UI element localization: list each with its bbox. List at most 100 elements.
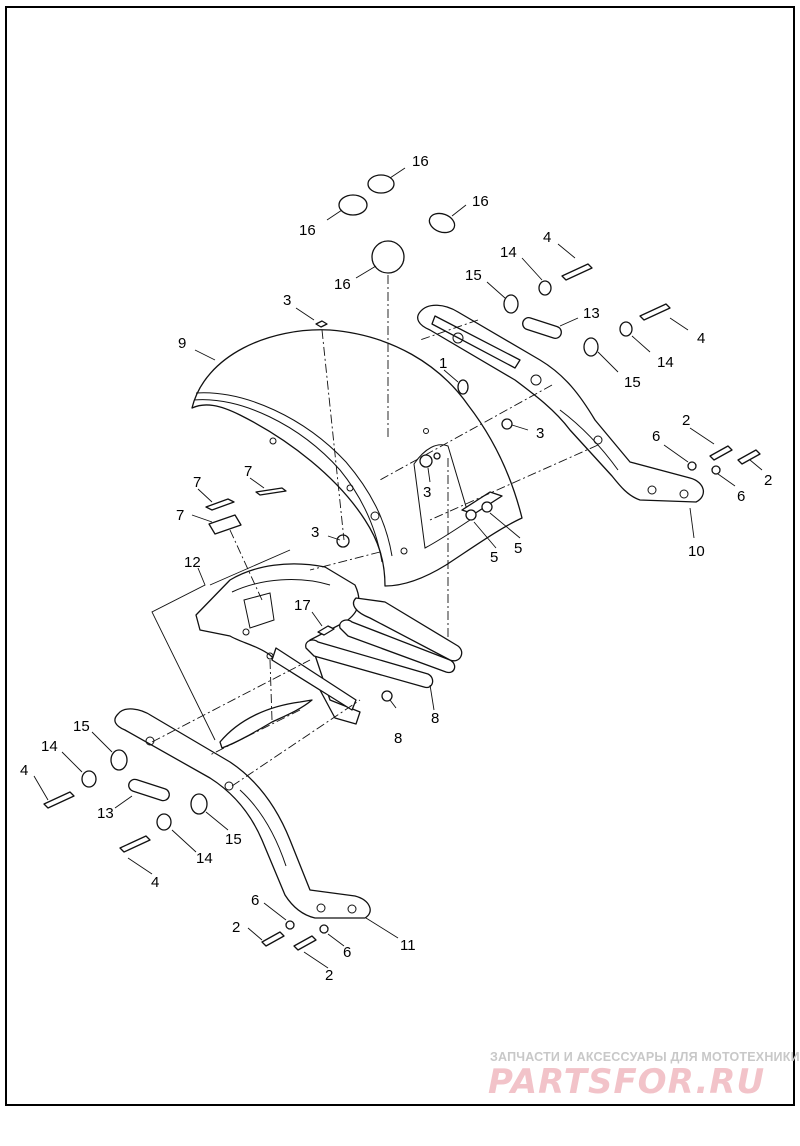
lens-dome (371, 240, 405, 274)
callout-16: 16 (472, 193, 489, 210)
rail-hole (679, 489, 689, 499)
support-rail (271, 647, 357, 711)
callout-15: 15 (465, 267, 482, 284)
callout-5: 5 (490, 549, 498, 566)
fender (191, 329, 523, 587)
washer-6 (319, 924, 329, 934)
bushing-14 (619, 321, 633, 337)
callout-12: 12 (184, 554, 201, 571)
fender-hole (346, 484, 354, 492)
callout-13: 13 (583, 305, 600, 322)
callout-6: 6 (652, 428, 660, 445)
decal-pad-2 (255, 487, 287, 496)
screw-2 (709, 445, 733, 461)
callout-7: 7 (176, 507, 184, 524)
right-rail-slot (431, 315, 521, 369)
screw-4 (119, 835, 151, 853)
callout-labels: 16 16 16 16 3 9 1 3 3 3 4 14 15 13 4 14 … (20, 153, 772, 984)
right-rail (417, 304, 704, 503)
watermark-logo: PARTSFOR.RU (488, 1062, 766, 1102)
screw-2 (293, 935, 317, 951)
bushing-14 (156, 813, 172, 831)
left-rail (114, 708, 371, 919)
rail-hole (347, 904, 357, 914)
bushing-14 (81, 770, 97, 788)
assembly-lines (151, 275, 599, 787)
nut (336, 534, 350, 548)
leader-lines (33, 167, 763, 969)
decal-pads (205, 487, 287, 535)
clip-nut (315, 320, 328, 328)
callout-6: 6 (251, 892, 259, 909)
gasket-13 (128, 778, 170, 802)
callout-8: 8 (394, 730, 402, 747)
fender-rim-line (193, 399, 383, 563)
fender-support (195, 563, 361, 749)
callout-6: 6 (737, 488, 745, 505)
callout-4: 4 (20, 762, 28, 779)
fender-hole (423, 428, 429, 434)
callout-2: 2 (682, 412, 690, 429)
callout-8: 8 (431, 710, 439, 727)
callout-6: 6 (343, 944, 351, 961)
callout-16: 16 (412, 153, 429, 170)
rail-hole (530, 374, 542, 386)
fender-rim-line-2 (195, 392, 393, 557)
fender-body (191, 329, 523, 587)
rail-hole (452, 332, 464, 344)
callout-7: 7 (193, 474, 201, 491)
callout-1: 1 (439, 355, 447, 372)
callout-15: 15 (624, 374, 641, 391)
screw-2 (261, 931, 285, 947)
callout-15: 15 (73, 718, 90, 735)
watermark-caption: ЗАПЧАСТИ И АКСЕССУАРЫ ДЛЯ МОТОТЕХНИКИ (490, 1050, 800, 1064)
callout-14: 14 (41, 738, 58, 755)
washer (433, 452, 441, 460)
callout-3: 3 (283, 292, 291, 309)
callout-15: 15 (225, 831, 242, 848)
decal-pad-3 (208, 514, 242, 535)
nut (501, 418, 513, 430)
callout-11: 11 (400, 937, 416, 954)
bushing-14 (538, 280, 552, 296)
decal-pad-1 (205, 498, 235, 511)
left-rail-hardware (43, 749, 329, 951)
callout-5: 5 (514, 540, 522, 557)
links (305, 597, 463, 702)
support-bracket-leaf (219, 699, 313, 749)
callout-7: 7 (244, 463, 252, 480)
lens-disc-3 (428, 212, 456, 234)
callout-2: 2 (325, 967, 333, 984)
fender-hole (400, 547, 408, 555)
callout-2: 2 (232, 919, 240, 936)
screw-4 (639, 303, 671, 321)
screw-4 (43, 791, 75, 809)
callout-13: 13 (97, 805, 114, 822)
spacer-15 (110, 749, 128, 771)
support-edge (231, 579, 331, 593)
callout-14: 14 (657, 354, 674, 371)
support-pocket (243, 592, 275, 629)
rail-hole (316, 903, 326, 913)
lens-disc-2 (367, 174, 395, 194)
spacer-15 (190, 793, 208, 815)
fender-hardware (315, 320, 513, 548)
washer-6 (285, 920, 295, 930)
gasket-13 (522, 317, 562, 339)
callout-16: 16 (299, 222, 316, 239)
right-rail-hardware (503, 263, 761, 475)
link-pin (381, 690, 393, 702)
fender-hole (269, 437, 277, 445)
rail-edge (559, 409, 619, 471)
stud (465, 509, 477, 521)
rail-hole (647, 485, 657, 495)
fender-hole (370, 511, 380, 521)
washer-6 (711, 465, 721, 475)
spacer-15 (503, 294, 519, 314)
screw-4 (561, 263, 593, 281)
bolt-17 (317, 625, 335, 636)
link-middle (305, 639, 434, 689)
stud (481, 501, 493, 513)
callout-2: 2 (764, 472, 772, 489)
